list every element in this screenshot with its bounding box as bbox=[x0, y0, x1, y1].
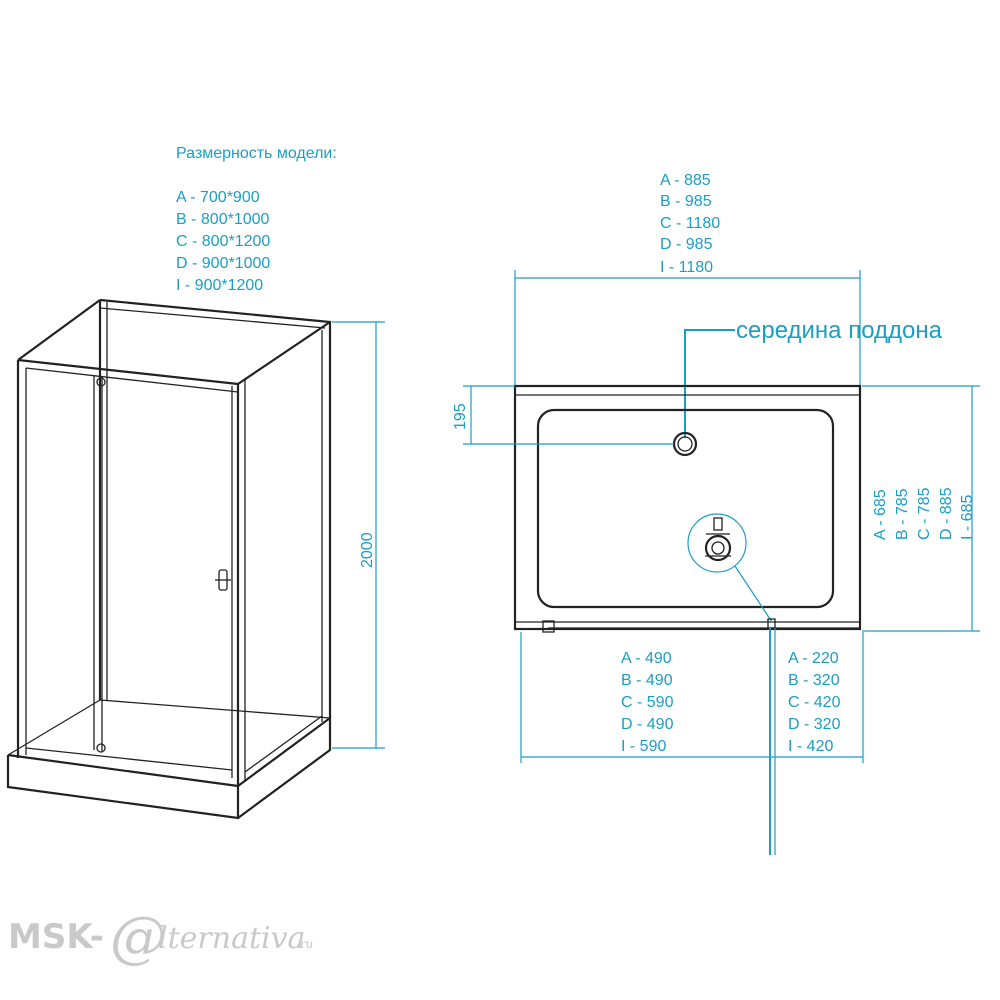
tray-right-part-line: A - 220 bbox=[788, 650, 839, 667]
siphon-icon bbox=[687, 513, 776, 629]
tray-width-labels: A - 885 B - 985 C - 1180 D - 985 I - 118… bbox=[660, 172, 720, 276]
tray-depth-dimension bbox=[862, 385, 980, 632]
model-sizes-block: Размерность модели: A - 700*900 B - 800*… bbox=[176, 145, 337, 294]
cabin-base-tray bbox=[6, 699, 332, 820]
watermark-logo: MSK- @ lternativa .ru bbox=[8, 905, 313, 970]
tray-width-line: A - 885 bbox=[660, 172, 711, 189]
model-size-line: B - 800*1000 bbox=[176, 211, 270, 228]
tray-center-label: середина поддона bbox=[736, 317, 943, 344]
tray-depth-line: B - 785 bbox=[894, 488, 911, 540]
tray-left-part-line: D - 490 bbox=[621, 716, 674, 733]
tray-center-leader: середина поддона bbox=[684, 317, 943, 438]
tray-left-part-labels: A - 490 B - 490 C - 590 D - 490 I - 590 bbox=[621, 650, 674, 755]
cabin-bottom-frame bbox=[25, 715, 323, 773]
model-size-line: C - 800*1200 bbox=[176, 233, 270, 250]
door-roller-top bbox=[96, 377, 106, 387]
tray-corner-foot bbox=[542, 620, 555, 633]
model-size-line: I - 900*1200 bbox=[176, 277, 263, 294]
tray-split-dimension bbox=[520, 628, 864, 855]
cabin-front-left-post bbox=[16, 360, 27, 758]
tray-width-line: D - 985 bbox=[660, 236, 713, 253]
tray-width-dimension bbox=[514, 270, 861, 386]
tray-left-part-line: C - 590 bbox=[621, 694, 674, 711]
model-size-line: D - 900*1000 bbox=[176, 255, 270, 272]
tray-right-part-labels: A - 220 B - 320 C - 420 D - 320 I - 420 bbox=[788, 650, 841, 755]
tray-depth-line: C - 785 bbox=[916, 487, 933, 540]
shower-cabin-drawing bbox=[6, 298, 332, 820]
tray-left-part-line: I - 590 bbox=[621, 738, 666, 755]
door-roller-bottom bbox=[96, 743, 106, 753]
model-sizes-heading: Размерность модели: bbox=[176, 145, 337, 162]
tray-width-line: I - 1180 bbox=[660, 259, 713, 276]
tray-width-line: C - 1180 bbox=[660, 215, 720, 232]
watermark-left: MSK- bbox=[8, 917, 104, 957]
tray-left-part-line: A - 490 bbox=[621, 650, 672, 667]
watermark-at: @ bbox=[110, 905, 166, 970]
tray-right-part-line: C - 420 bbox=[788, 694, 841, 711]
model-size-line: A - 700*900 bbox=[176, 189, 260, 206]
cabin-top-frame bbox=[17, 299, 331, 393]
tray-depth-line: A - 685 bbox=[872, 489, 889, 540]
tray-inner-basin bbox=[536, 408, 835, 609]
drain-offset-label: 195 bbox=[452, 403, 469, 430]
tray-depth-line: D - 885 bbox=[938, 487, 955, 540]
cabin-back-frame bbox=[98, 298, 332, 718]
tray-right-part-line: D - 320 bbox=[788, 716, 841, 733]
tray-right-part-line: I - 420 bbox=[788, 738, 833, 755]
cabin-sliding-door bbox=[93, 375, 106, 753]
tray-depth-labels: A - 685 B - 785 C - 785 D - 885 I - 685 bbox=[872, 487, 976, 540]
cabin-height-label: 2000 bbox=[359, 532, 376, 568]
tray-left-part-line: B - 490 bbox=[621, 672, 673, 689]
door-handle-icon bbox=[215, 569, 231, 591]
cabin-height-dimension: 2000 bbox=[332, 321, 385, 749]
tray-depth-line: I - 685 bbox=[959, 495, 976, 540]
tray-width-line: B - 985 bbox=[660, 193, 712, 210]
drain-offset-dimension: 195 bbox=[452, 385, 674, 445]
tray-right-part-line: B - 320 bbox=[788, 672, 840, 689]
watermark-right: lternativa bbox=[158, 921, 305, 956]
watermark-suffix: .ru bbox=[296, 937, 313, 951]
shower-tray-plan bbox=[513, 384, 862, 633]
cabin-front-right-post bbox=[231, 330, 323, 786]
